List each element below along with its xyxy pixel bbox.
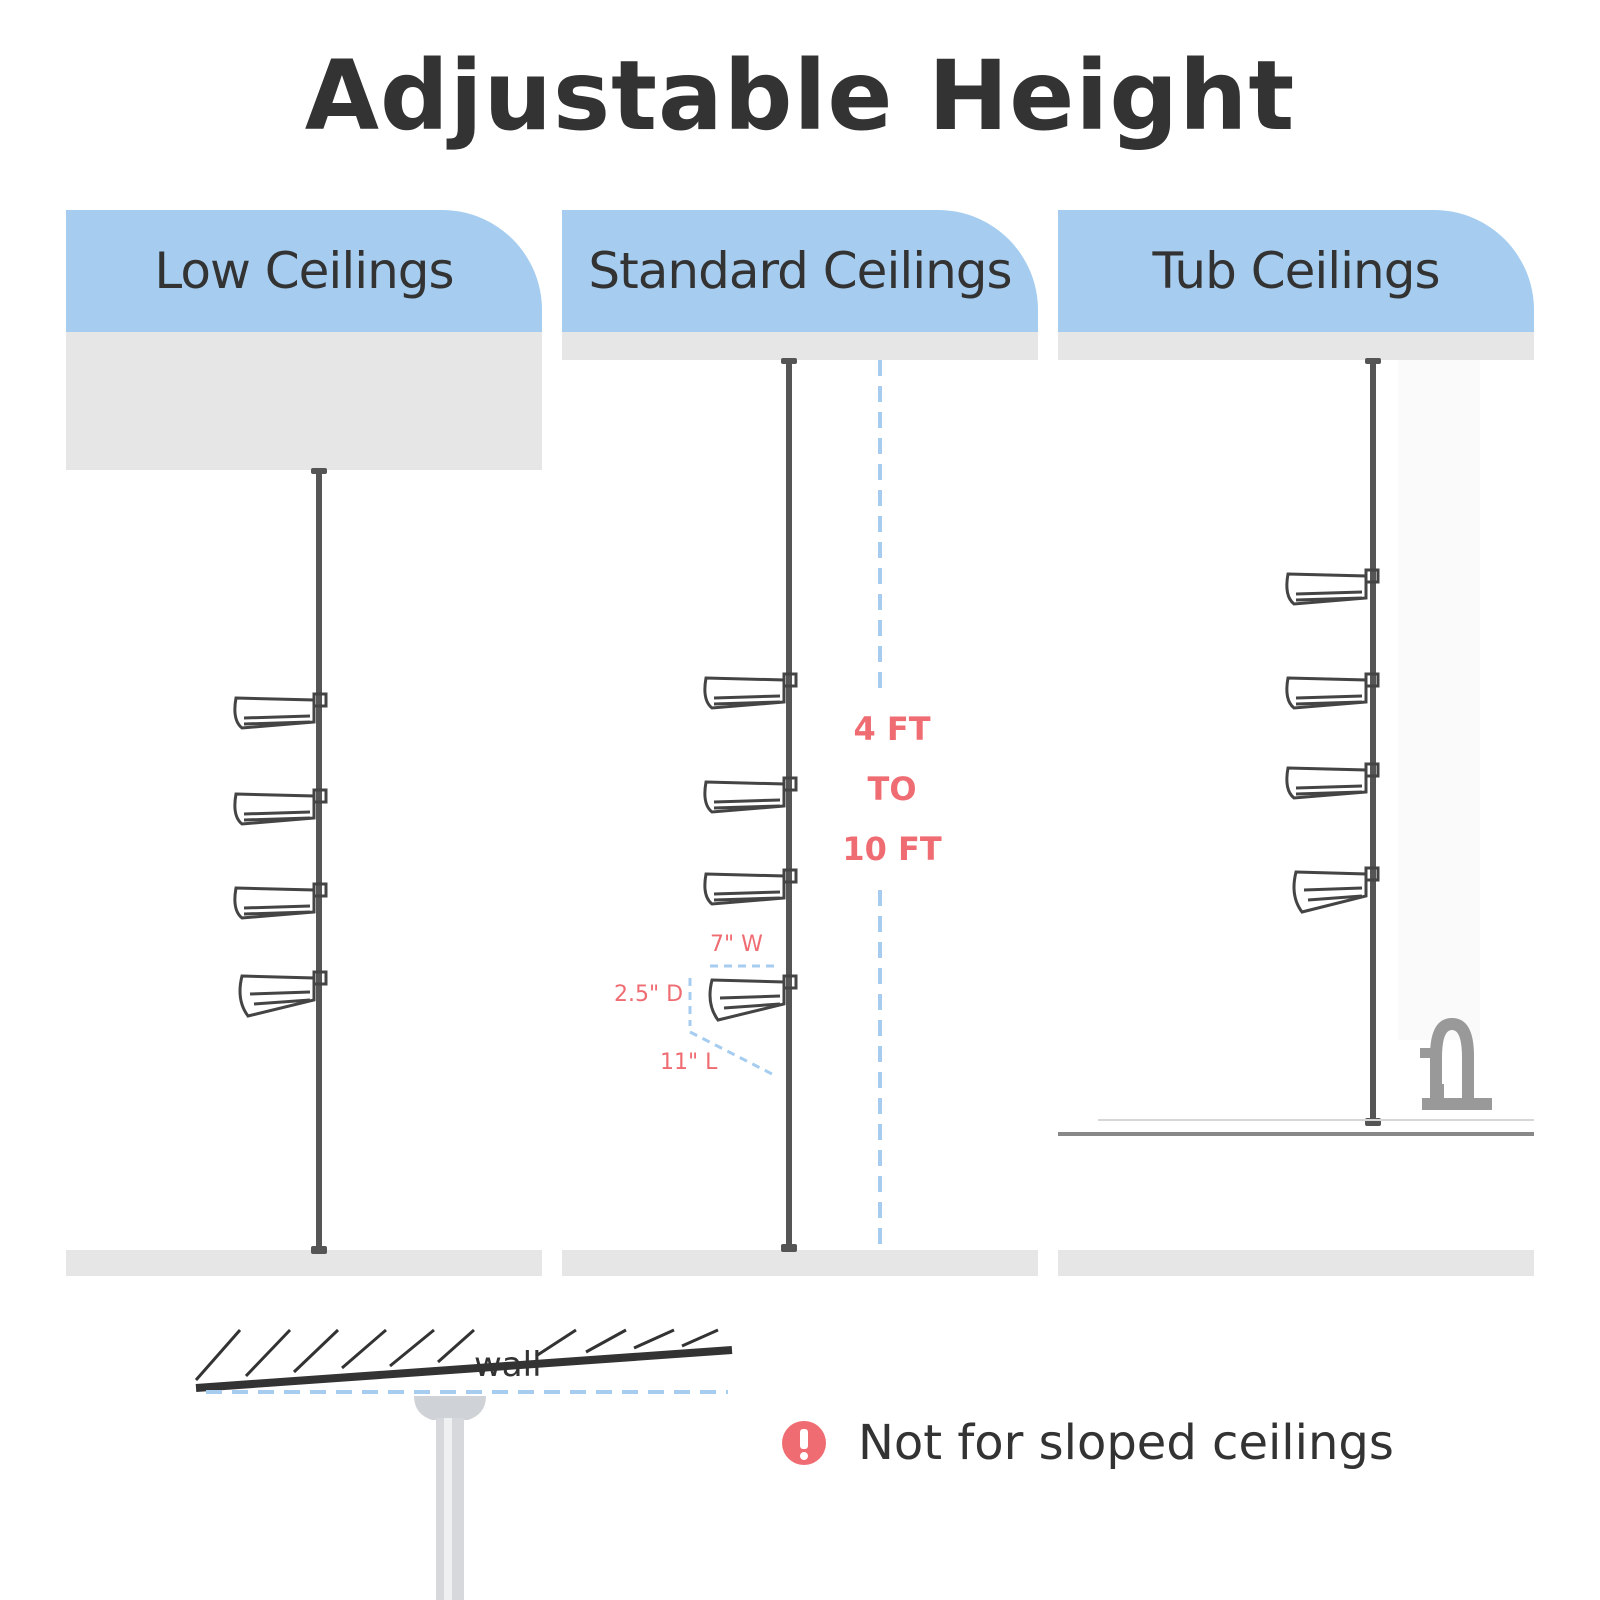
pole-scene-standard: [688, 358, 882, 1252]
basket-depth-label: 2.5" D: [614, 982, 684, 1007]
tension-pole-icon: [1365, 358, 1381, 1126]
panel-title-standard: Standard Ceilings: [588, 242, 1012, 300]
exclamation-icon: [782, 1421, 826, 1465]
tension-pole-icon: [414, 1396, 486, 1600]
range-label-line2: TO: [867, 770, 917, 808]
panel-header-standard: Standard Ceilings: [562, 210, 1038, 332]
panel-tub-ceilings: Tub Ceilings: [1058, 210, 1534, 1276]
wall-hatching: [194, 1328, 719, 1381]
basket-dimension-lines: [688, 964, 778, 1078]
note-text: Not for sloped ceilings: [858, 1415, 1394, 1471]
range-label-line1: 4 FT: [853, 710, 931, 748]
basket-icon: [1285, 568, 1380, 914]
sloped-ceiling-note: Not for sloped ceilings: [780, 1415, 1394, 1471]
basket-width-label: 7" W: [710, 932, 763, 957]
floor-tub: [1058, 1250, 1534, 1276]
basket-length-label: 11" L: [660, 1050, 718, 1075]
panel-header-low: Low Ceilings: [66, 210, 542, 332]
tension-pole-icon: [781, 358, 797, 1252]
panel-title-low: Low Ceilings: [154, 242, 454, 300]
faucet-icon: [1420, 1018, 1492, 1110]
ceiling-standard: [562, 332, 1038, 360]
page-title: Adjustable Height: [304, 40, 1296, 152]
range-label-line3: 10 FT: [842, 830, 942, 868]
tension-pole-icon: [311, 468, 327, 1254]
ceiling-low: [66, 332, 542, 470]
sloped-ceiling-diagram: [194, 1328, 733, 1600]
floor-standard: [562, 1250, 1038, 1276]
panel-header-tub: Tub Ceilings: [1058, 210, 1534, 332]
floor-low: [66, 1250, 542, 1276]
pole-scene-tub: [1058, 358, 1534, 1136]
basket-icon: [233, 692, 328, 1018]
panel-low-ceilings: Low Ceilings: [66, 210, 542, 1276]
sloped-ceiling-line: [195, 1346, 733, 1392]
basket-icon: [703, 672, 798, 1022]
wall-label: wall: [474, 1345, 542, 1385]
shower-wall: [1398, 360, 1480, 1040]
ceiling-tub: [1058, 332, 1534, 360]
panel-standard-ceilings: Standard Ceilings 4 FT TO 10 FT 7" W 2.5…: [562, 210, 1038, 1276]
panel-title-tub: Tub Ceilings: [1152, 242, 1440, 300]
pole-scene-low: [233, 468, 328, 1254]
